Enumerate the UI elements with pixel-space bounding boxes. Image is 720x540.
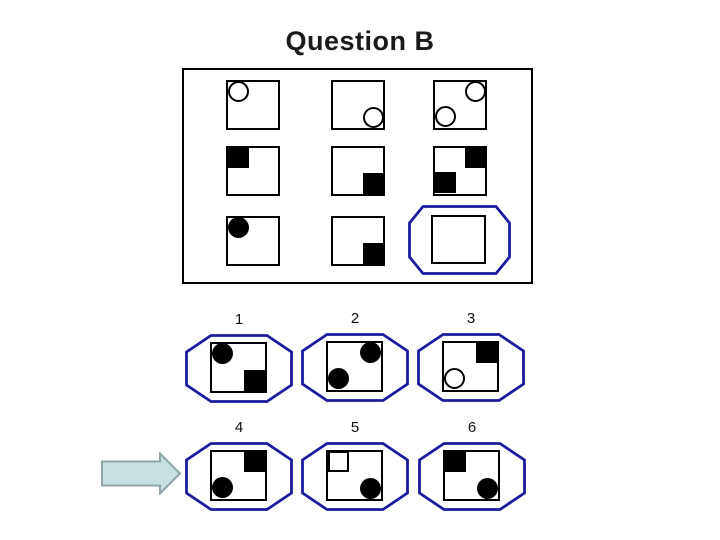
matrix-cell-r2c1 [226,146,280,196]
matrix-cell-r3c1 [226,216,280,266]
option-6[interactable]: 6 [418,419,526,511]
matrix-cell-r1c2 [331,80,385,130]
option-4-square [210,450,267,501]
octagon-outline [417,333,525,402]
option-5[interactable]: 5 [301,419,409,511]
matrix-cell-r1c1 [226,80,280,130]
puzzle-matrix [182,68,533,284]
matrix-cell-r2c3 [433,146,487,196]
option-4[interactable]: 4 [185,419,293,511]
outline-circle-bottom-right [362,106,384,128]
answer-placeholder-octagon [408,205,511,275]
filled-circle-bottom-left [212,477,234,499]
octagon-outline [408,205,511,275]
octagon-outline [301,442,409,511]
answer-arrow-icon [101,452,182,495]
filled-square-top-right [464,147,486,169]
filled-square-bottom-right [362,242,384,264]
matrix-cell-r3c2 [331,216,385,266]
matrix-cell-r2c2 [331,146,385,196]
option-2[interactable]: 2 [301,310,409,402]
filled-circle-top-right [359,342,381,364]
filled-square-bottom-right [243,369,265,391]
filled-circle-bottom-left [328,368,350,390]
option-5-square [326,450,383,501]
outline-circle-top-left [227,80,249,102]
filled-square-bottom-right [362,172,384,194]
filled-square-bottom-left [434,172,456,194]
answer-placeholder-square [431,215,486,264]
option-5-label: 5 [350,419,360,436]
outline-circle-bottom-left [434,106,456,128]
outline-square-top-left [328,450,350,472]
option-1[interactable]: 1 [185,311,293,403]
filled-circle-bottom-right [359,477,381,499]
outline-circle-bottom-left [444,368,466,390]
filled-circle-bottom-right [476,477,498,499]
matrix-cell-r1c3 [433,80,487,130]
filled-square-top-right [243,451,265,473]
page-title: Question B [285,26,435,56]
option-6-label: 6 [467,419,477,436]
option-1-label: 1 [234,311,244,328]
filled-square-top-left [227,146,249,168]
option-3-square [442,341,499,392]
option-1-square [210,342,267,393]
octagon-outline [185,334,293,403]
filled-square-top-left [445,450,467,472]
filled-circle-top-left [212,342,234,364]
option-3[interactable]: 3 [417,310,525,402]
option-4-label: 4 [234,419,244,436]
octagon-outline [301,333,409,402]
option-2-square [326,341,383,392]
octagon-outline [418,442,526,511]
option-3-label: 3 [466,310,476,327]
option-2-label: 2 [350,310,360,327]
option-6-square [443,450,500,501]
outline-circle-top-right [464,81,486,103]
filled-square-top-right [475,342,497,364]
octagon-outline [185,442,293,511]
filled-circle-top-left [227,216,249,238]
